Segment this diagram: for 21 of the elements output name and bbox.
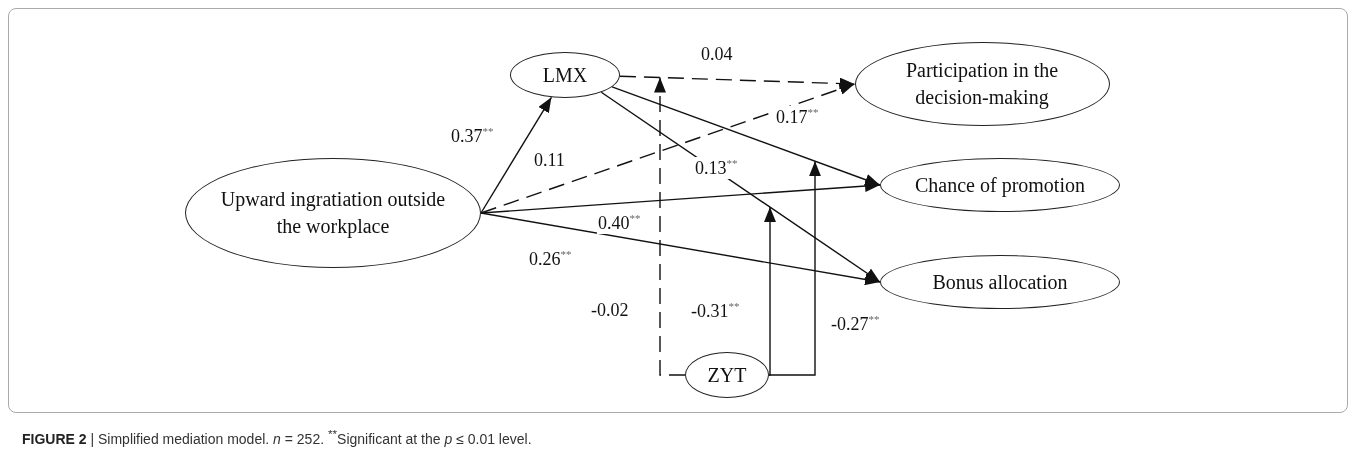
arrow <box>768 160 821 376</box>
arrow <box>764 206 776 376</box>
node-label: Participation in the decision-making <box>904 58 1060 111</box>
edge-label: 0.13$^{**}$ <box>694 157 739 179</box>
arrow <box>480 180 881 214</box>
edge-label: 0.40$^{**}$ <box>597 212 642 234</box>
node-label: Chance of promotion <box>915 172 1085 199</box>
ellipse-node <box>510 52 620 98</box>
dashed-arrow <box>654 76 686 376</box>
node-label: ZYT <box>707 362 747 388</box>
node-label: Upward ingratiation outside the workplace <box>219 187 447 240</box>
ellipse-node <box>685 352 769 398</box>
arrow <box>480 96 553 214</box>
node-label: Bonus allocation <box>932 269 1068 295</box>
dashed-arrow <box>480 83 856 214</box>
arrow <box>611 86 881 186</box>
arrow <box>480 212 881 286</box>
dashed-arrow <box>619 75 856 90</box>
caption: FIGURE 2 | Simplified mediation model. n = 252. $^{**}$Significant at the p ≤ 0.01 level. <box>22 427 532 447</box>
node-label: LMX <box>542 62 588 88</box>
arrow <box>600 91 881 283</box>
